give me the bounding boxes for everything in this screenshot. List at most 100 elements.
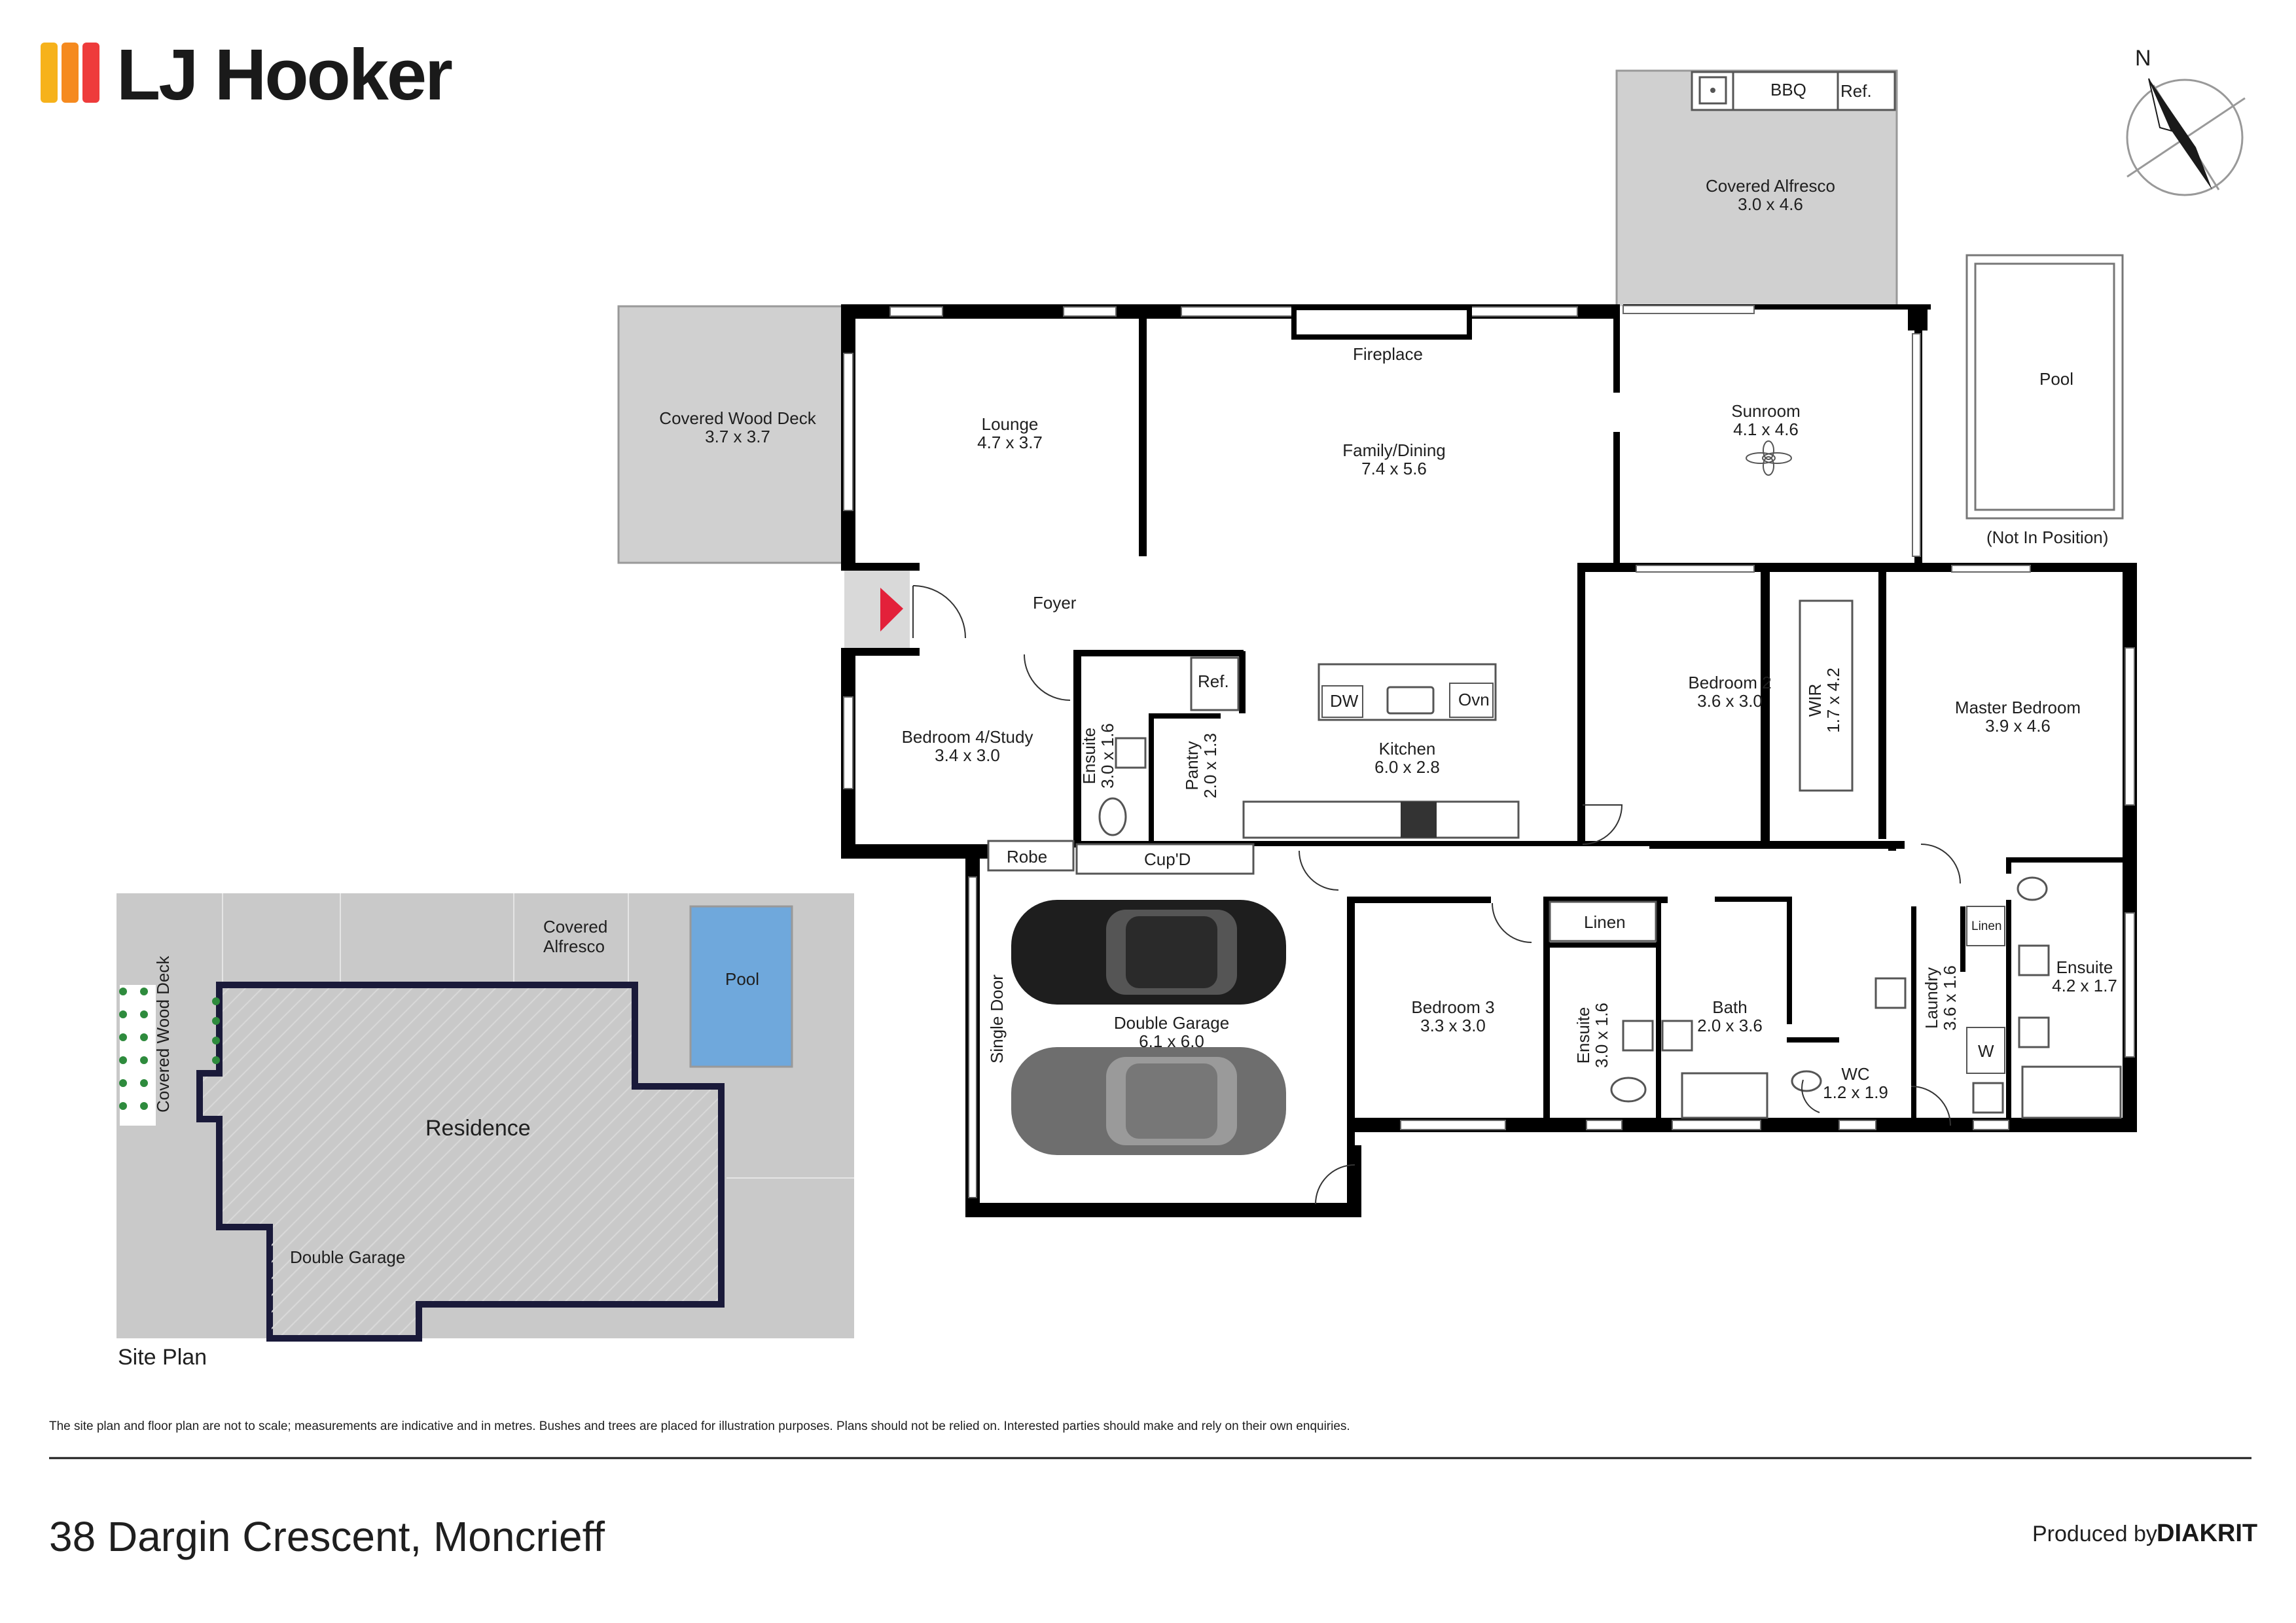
site-plan: Covered Wood Deck Covered Alfresco Pool … [117,893,854,1370]
room-label-pool: Pool [2039,369,2073,389]
room-name: Kitchen [1379,739,1436,758]
washer-box [1966,1027,2005,1074]
fireplace [1291,305,1472,340]
room-label-ensuite-2: Ensuite3.0 x 1.6 [1573,1003,1611,1068]
room-name: Ensuite [1573,1007,1593,1064]
room-size: 3.0 x 1.6 [1592,1003,1611,1068]
room-name: Bedroom 2 [1688,673,1771,692]
room-name: Covered Alfresco [1706,176,1835,196]
door-swings [1024,654,1961,1205]
toilet-icon [1791,1070,1822,1092]
single-door-label: Single Door [987,974,1007,1063]
room-size: 3.6 x 1.6 [1940,965,1960,1031]
ceiling-fan-icon [1746,440,1792,476]
foyer-label: Foyer [1033,593,1077,613]
sink-icon [1972,1082,2004,1114]
sink-icon [1115,737,1147,769]
kitchen-counter [1242,800,1520,839]
room-name: Bedroom 4/Study [902,727,1033,747]
room-size: 3.0 x 4.6 [1738,194,1803,214]
room-name: Lounge [982,414,1039,434]
front-door-swing [912,585,966,639]
bush-icons [119,988,220,1110]
site-pool [689,905,793,1068]
linen-label: Linen [1584,912,1626,932]
sink-icon [2018,1016,2050,1048]
room-name: Laundry [1922,967,1941,1029]
room-name: Bath [1712,997,1748,1017]
compass-icon: N [2126,46,2246,196]
room-size: 3.9 x 4.6 [1985,716,2051,736]
disclaimer: The site plan and floor plan are not to … [49,1419,1350,1433]
room-label-ensuite-1: Ensuite3.0 x 1.6 [1079,723,1117,789]
sink-icon [1661,1020,1693,1052]
room-name: Sunroom [1731,401,1801,421]
room-name: Family/Dining [1342,440,1446,460]
sink-icon [1622,1020,1654,1052]
site-covered-alfresco-label-2: Alfresco [543,936,605,956]
room-name: Double Garage [1114,1013,1229,1033]
site-covered-wood-deck-label: Covered Wood Deck [153,955,173,1113]
room-name: Pool [2039,369,2073,389]
floor-plan: Fireplace Foyer DW Ovn Ref. Robe Cup'D L… [841,304,2137,1217]
room-name: Ensuite [2056,957,2113,977]
produced-by-label: Produced by [2032,1522,2157,1546]
entry-arrow-icon [880,588,903,632]
site-covered-alfresco-label: Covered [543,917,607,936]
brand-name: LJ Hooker [117,35,452,115]
car-icon [1011,900,1286,1005]
room-size: 2.0 x 3.6 [1697,1016,1763,1035]
toilet-icon [2017,876,2048,901]
linen-box-ensuite [1966,906,2005,946]
bath-tub [1681,1072,1768,1119]
room-label-laundry: Laundry3.6 x 1.6 [1922,965,1960,1031]
room-size: 3.0 x 1.6 [1098,723,1117,789]
bbq-sink-icon [1698,76,1727,105]
alfresco-ref-label: Ref. [1840,81,1872,101]
room-name: WC [1841,1064,1869,1084]
wir-shelf [1799,599,1854,792]
kitchen-sink-icon [1386,686,1435,715]
room-name: Bedroom 3 [1411,997,1494,1017]
fridge [1190,656,1240,711]
room-size: 1.7 x 4.2 [1823,668,1843,733]
sink-icon [2018,944,2050,976]
room-size: 3.7 x 3.7 [705,427,770,446]
bbq-label: BBQ [1770,80,1806,99]
brand-logo: LJ Hooker [41,35,454,115]
room-size: 1.2 x 1.9 [1823,1082,1888,1102]
robe-box [987,840,1075,872]
compass-north-label: N [2135,46,2151,71]
room-size: 6.0 x 2.8 [1374,757,1440,777]
site-plan-title: Site Plan [118,1345,207,1370]
cooktop-icon [1401,802,1437,838]
room-label-wir: WIR1.7 x 4.2 [1805,668,1843,733]
toilet-icon [1610,1077,1647,1103]
covered-wood-deck-area [617,305,844,564]
single-door [968,876,977,1198]
toilet-icon [1098,797,1127,836]
room-size: 2.0 x 1.3 [1200,733,1220,798]
ensuite-shower [2021,1065,2122,1119]
logo-stripe-red [82,43,99,103]
property-address: 38 Dargin Crescent, Moncrieff [49,1513,605,1560]
site-residence-label: Residence [425,1116,531,1141]
room-size: 3.6 x 3.0 [1697,691,1763,711]
linen-box [1549,901,1657,942]
logo-stripe-orange [62,43,79,103]
sink-icon [1874,977,1907,1009]
room-name: WIR [1805,684,1825,717]
